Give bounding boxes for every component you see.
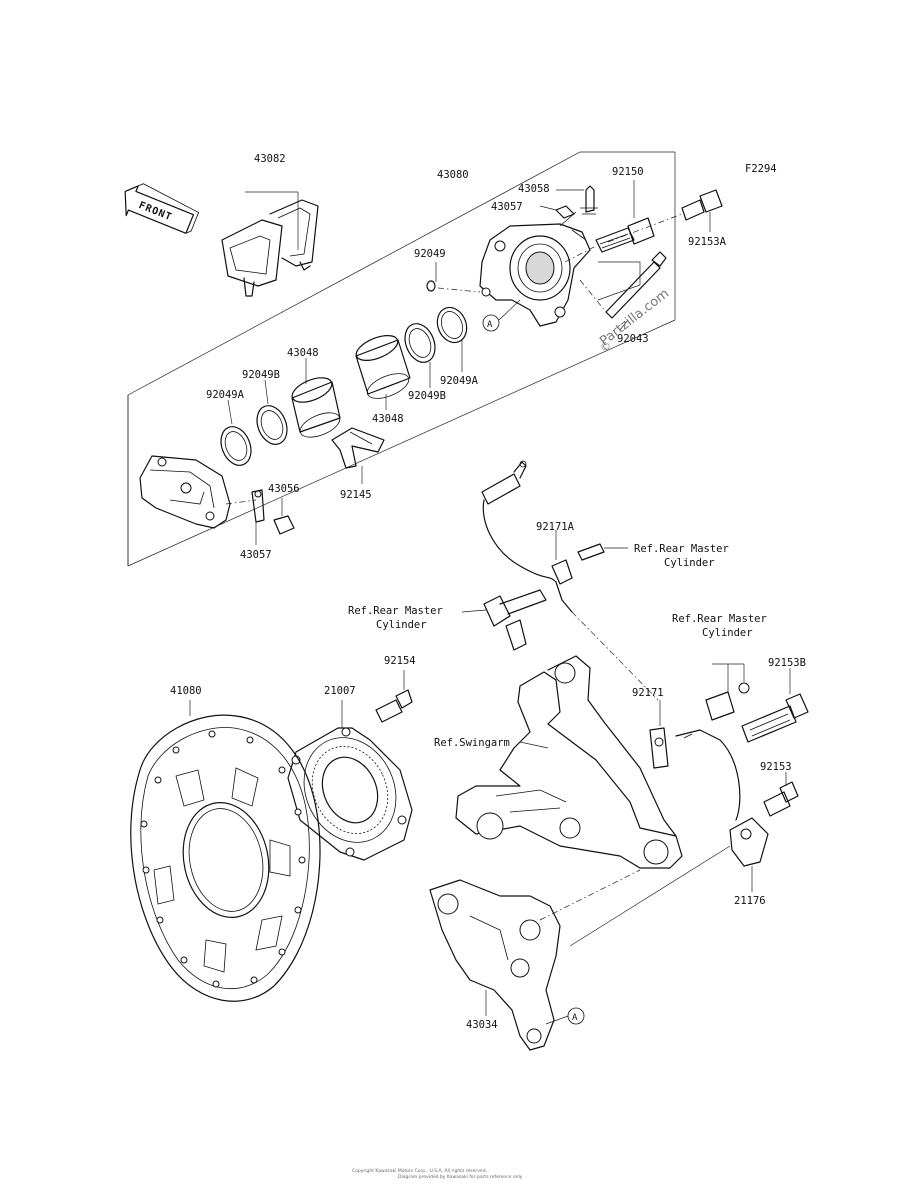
label-41080: 41080 xyxy=(170,685,202,697)
small-o-ring xyxy=(426,262,481,293)
label-43057-top: 43057 xyxy=(491,201,523,213)
label-43057-bottom: 43057 xyxy=(240,549,272,561)
brake-pad-set xyxy=(221,191,319,297)
reference-labels: Ref.Rear Master Cylinder Ref.Rear Master… xyxy=(348,521,767,749)
caliper-assembly-frame xyxy=(127,151,676,567)
bleeder-cap-lower xyxy=(251,489,265,545)
piston-seal-left xyxy=(220,399,252,466)
front-arrow-label: FRONT xyxy=(137,200,174,223)
hose-joint-fitting xyxy=(461,589,547,651)
callout-a-lower: A xyxy=(567,1007,585,1025)
label-92154: 92154 xyxy=(384,655,416,667)
ref-swingarm: Ref.Swingarm xyxy=(434,737,510,749)
label-43048-top: 43048 xyxy=(287,347,319,359)
label-92171a: 92171A xyxy=(536,521,575,533)
callout-a-upper: A xyxy=(482,299,521,332)
copyright-notice: Copyright Kawasaki Motors Corp., U.S.A. … xyxy=(352,1168,487,1174)
ref-rear-master-1-line1: Ref.Rear Master xyxy=(634,543,729,555)
pad-pin xyxy=(579,251,667,331)
ref-rear-master-3-line1: Ref.Rear Master xyxy=(672,613,767,625)
label-92049a-left: 92049A xyxy=(206,389,245,401)
label-92153b: 92153B xyxy=(768,657,806,669)
sensor-clamp-upper xyxy=(551,530,628,585)
label-43048-mid: 43048 xyxy=(372,413,404,425)
label-43082: 43082 xyxy=(254,153,286,165)
bleeder-valve-lower xyxy=(273,498,295,535)
label-92049b-mid: 92049B xyxy=(408,390,446,402)
abs-sensor-rotor: 21007 xyxy=(287,685,413,861)
label-21176: 21176 xyxy=(734,895,766,907)
caliper-body-inner xyxy=(139,455,257,529)
ref-rear-master-1-line2: Cylinder xyxy=(664,557,715,569)
label-92049a-right: 92049A xyxy=(440,375,479,387)
label-43080: 43080 xyxy=(437,169,469,181)
sensor-bracket xyxy=(705,663,750,721)
label-43034: 43034 xyxy=(466,1019,498,1031)
ref-rear-master-3-line2: Cylinder xyxy=(702,627,753,639)
copyright-notice-line2: Diagram provided by Kawasaki for parts r… xyxy=(398,1174,523,1180)
label-92145: 92145 xyxy=(340,489,372,501)
label-92049b-left: 92049B xyxy=(242,369,280,381)
front-arrow-icon: FRONT xyxy=(124,183,200,234)
abs-sensor xyxy=(481,460,659,701)
label-92171: 92171 xyxy=(632,687,664,699)
bleeder-valve xyxy=(556,185,598,215)
pin-bolt xyxy=(564,180,655,263)
label-92150: 92150 xyxy=(612,166,644,178)
ref-rear-master-2-line1: Ref.Rear Master xyxy=(348,605,443,617)
dust-seal-left xyxy=(256,379,288,445)
caliper-bracket: 43034 xyxy=(429,869,641,1051)
svg-text:A: A xyxy=(487,320,493,330)
swingarm-reference xyxy=(455,655,683,869)
ref-rear-master-2-line2: Cylinder xyxy=(376,619,427,631)
sensor-mount-21176: 21176 xyxy=(569,817,769,947)
figure-code: F2294 xyxy=(745,163,777,175)
dust-seal-right xyxy=(404,323,436,388)
label-43056: 43056 xyxy=(268,483,300,495)
mounting-bolt: 92153 xyxy=(760,761,799,817)
label-43058: 43058 xyxy=(518,183,550,195)
bleeder-cap xyxy=(539,205,575,219)
piston-seal-right xyxy=(436,306,468,372)
pad-spring xyxy=(331,427,385,484)
hose-clamp: 92171 xyxy=(632,687,669,769)
label-92049: 92049 xyxy=(414,248,446,260)
label-21007: 21007 xyxy=(324,685,356,697)
label-92153a: 92153A xyxy=(688,236,727,248)
mounting-bolt-b: 92153B xyxy=(741,657,809,743)
sensor-hose-lower xyxy=(675,729,741,821)
brake-disc: 41080 xyxy=(130,685,321,1002)
piston-left xyxy=(291,358,341,438)
svg-text:A: A xyxy=(572,1013,578,1023)
watermark-copyright-symbol: © xyxy=(600,340,611,353)
part-labels-caliper: 43082 43080 43058 43057 92150 92153A 920… xyxy=(206,153,727,561)
caliper-body-outer xyxy=(479,211,591,327)
label-92153: 92153 xyxy=(760,761,792,773)
piston-mid xyxy=(355,334,411,410)
mounting-bolt-upper xyxy=(607,189,723,243)
label-92043: 92043 xyxy=(617,333,649,345)
rotor-bolt: 92154 xyxy=(375,655,416,723)
